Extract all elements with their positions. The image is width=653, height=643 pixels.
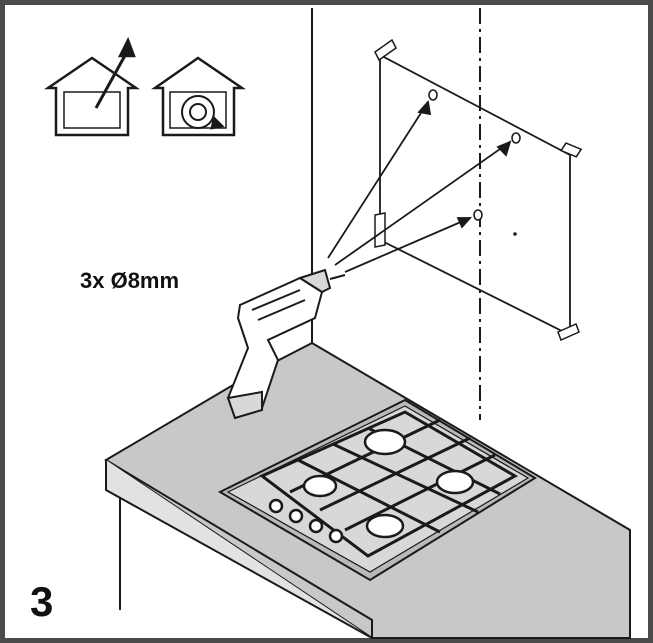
control-knobs bbox=[268, 498, 344, 544]
house-ducted-extraction-icon bbox=[43, 36, 141, 137]
drill bbox=[226, 268, 346, 420]
drill-arrows bbox=[327, 100, 512, 273]
house-recirculation-icon bbox=[151, 56, 247, 137]
gas-hob bbox=[217, 398, 537, 582]
step-number: 3 bbox=[30, 578, 54, 625]
drill-holes bbox=[428, 89, 521, 221]
tape-strips bbox=[374, 38, 583, 342]
pan-supports bbox=[259, 410, 519, 558]
drill-spec-label: 3x Ø8mm bbox=[80, 268, 180, 293]
template-mark bbox=[513, 232, 517, 236]
burners bbox=[302, 428, 475, 539]
